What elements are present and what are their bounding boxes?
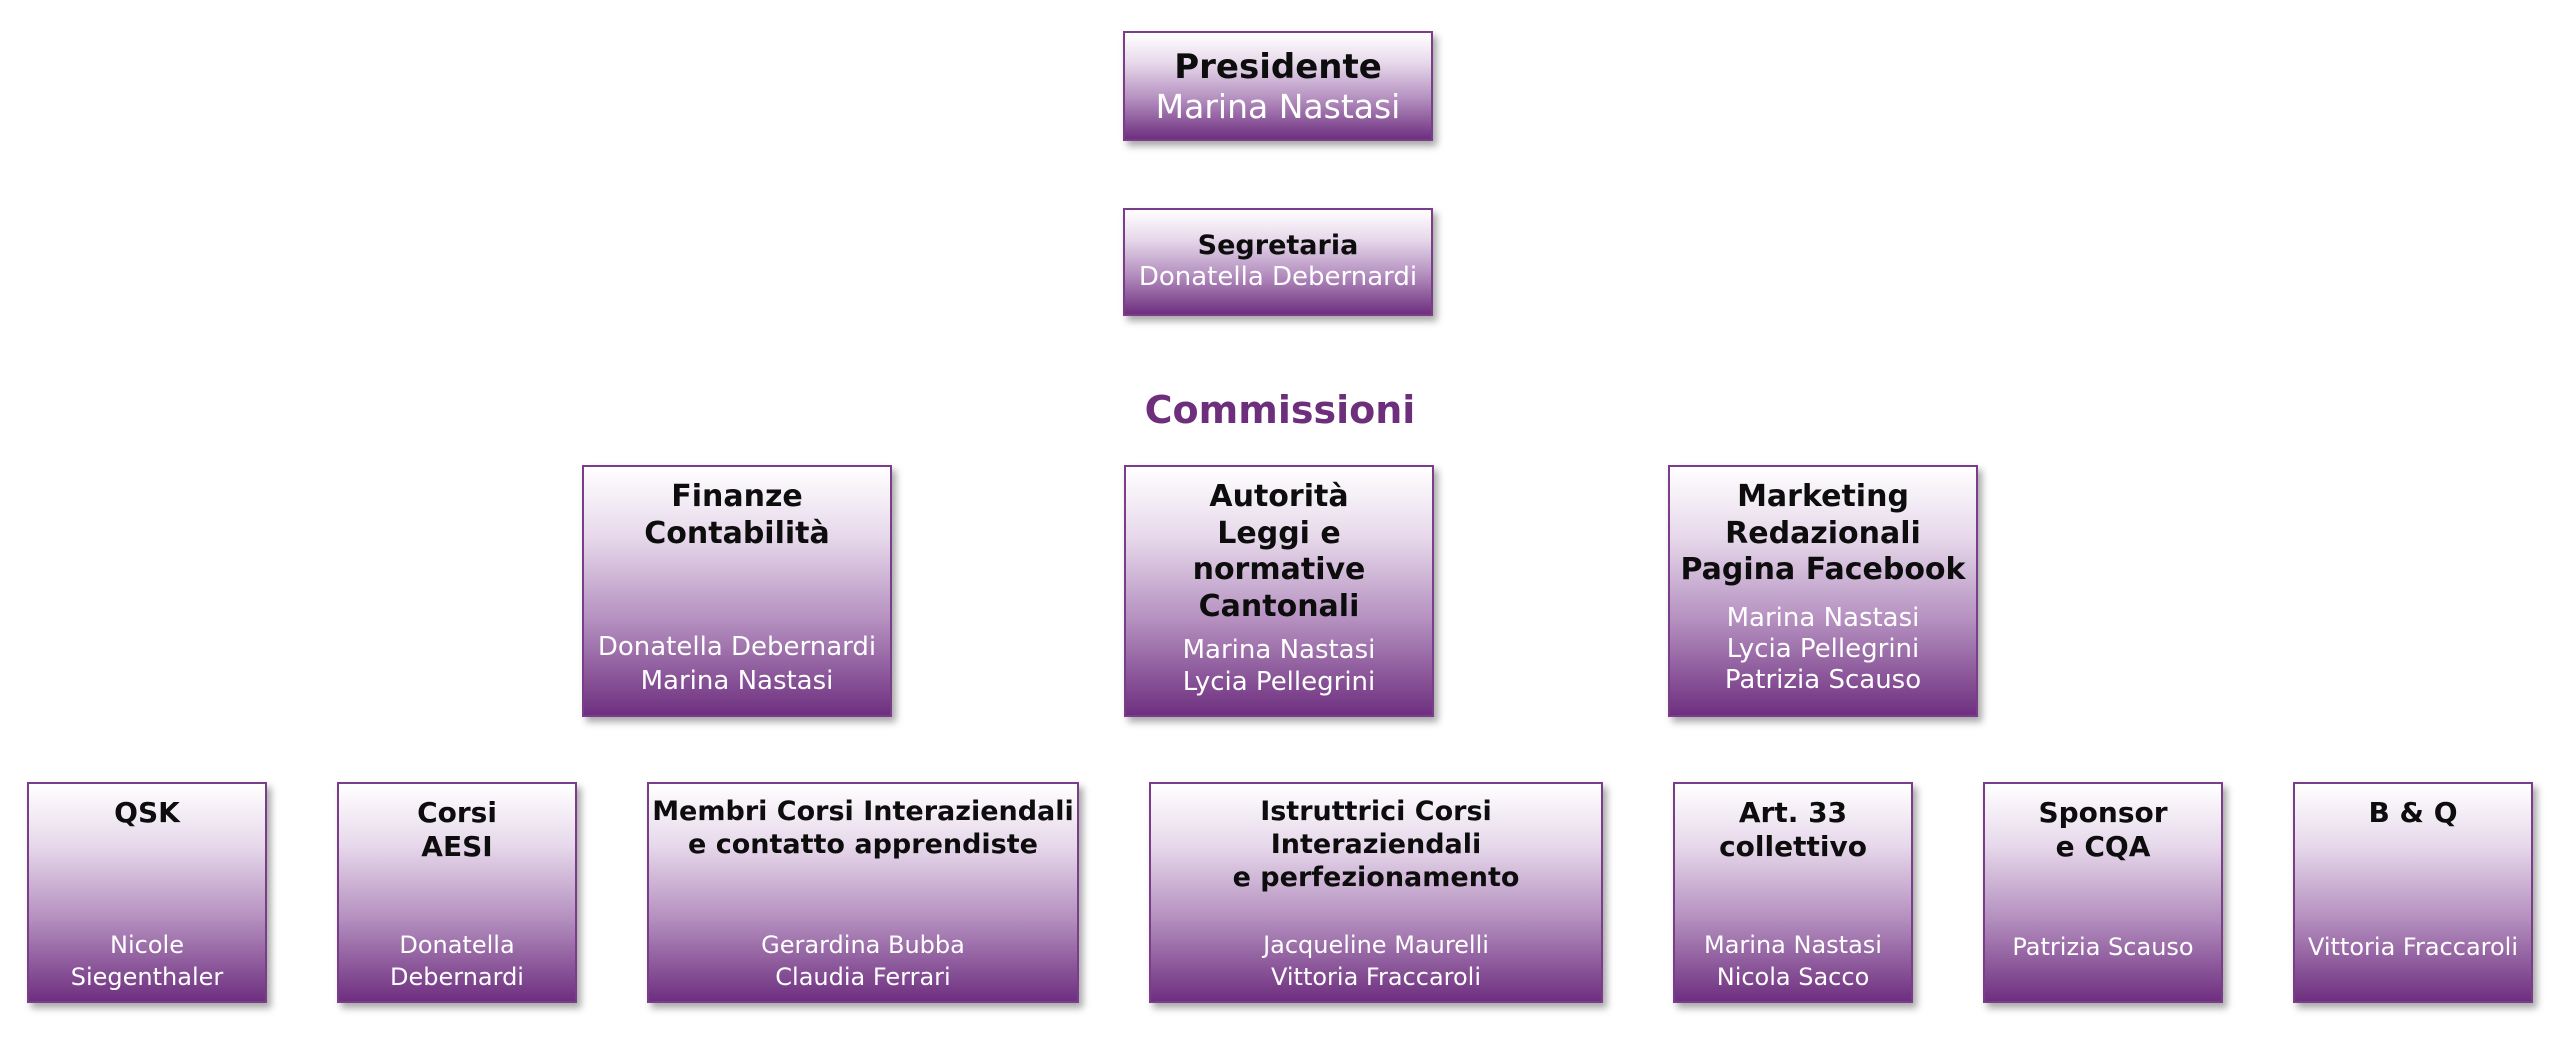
gruppo-names: Patrizia Scauso xyxy=(2012,933,2194,961)
presidente-names: Marina Nastasi xyxy=(1155,87,1401,126)
gruppo-sponsor-box: Sponsor e CQA Patrizia Scauso xyxy=(1983,782,2223,1003)
commissione-title: Autorità Leggi e normative Cantonali xyxy=(1192,479,1366,624)
gruppo-names: Donatella Debernardi xyxy=(390,931,524,991)
gruppo-title: Corsi AESI xyxy=(417,796,497,864)
gruppo-names: Gerardina Bubba Claudia Ferrari xyxy=(761,931,965,991)
gruppo-names: Nicole Siegenthaler xyxy=(70,931,224,991)
gruppo-names: Marina Nastasi Nicola Sacco xyxy=(1704,931,1882,991)
gruppo-title: Istruttrici Corsi Interaziendali e perfe… xyxy=(1232,796,1520,893)
gruppo-membri-corsi-box: Membri Corsi Interaziendali e contatto a… xyxy=(647,782,1079,1003)
gruppo-title: Sponsor e CQA xyxy=(2038,796,2168,864)
gruppo-title: B & Q xyxy=(2368,796,2458,829)
segretaria-names: Donatella Debernardi xyxy=(1138,262,1418,292)
commissione-title: Finanze Contabilità xyxy=(644,479,830,551)
commissioni-heading: Commissioni xyxy=(1144,388,1416,432)
gruppo-title: QSK xyxy=(114,796,180,829)
presidente-title: Presidente xyxy=(1174,47,1382,87)
gruppo-art33-box: Art. 33 collettivo Marina Nastasi Nicola… xyxy=(1673,782,1913,1003)
gruppo-qsk-box: QSK Nicole Siegenthaler xyxy=(27,782,267,1003)
commissione-names: Marina Nastasi Lycia Pellegrini xyxy=(1182,635,1376,697)
gruppo-names: Vittoria Fraccaroli xyxy=(2307,933,2519,961)
segretaria-box: Segretaria Donatella Debernardi xyxy=(1123,208,1433,316)
commissione-marketing-box: Marketing Redazionali Pagina Facebook Ma… xyxy=(1668,465,1978,717)
gruppo-corsi-aesi-box: Corsi AESI Donatella Debernardi xyxy=(337,782,577,1003)
presidente-box: Presidente Marina Nastasi xyxy=(1123,31,1433,141)
gruppo-title: Membri Corsi Interaziendali e contatto a… xyxy=(652,796,1074,860)
gruppo-names: Jacqueline Maurelli Vittoria Fraccaroli xyxy=(1263,931,1489,991)
commissione-names: Donatella Debernardi Marina Nastasi xyxy=(597,632,877,696)
gruppo-title: Art. 33 collettivo xyxy=(1719,796,1867,864)
commissione-title: Marketing Redazionali Pagina Facebook xyxy=(1680,479,1966,588)
commissione-finanze-box: Finanze Contabilità Donatella Debernardi… xyxy=(582,465,892,717)
gruppo-bq-box: B & Q Vittoria Fraccaroli xyxy=(2293,782,2533,1003)
segretaria-title: Segretaria xyxy=(1197,230,1359,261)
gruppo-istruttrici-box: Istruttrici Corsi Interaziendali e perfe… xyxy=(1149,782,1603,1003)
commissione-autorita-box: Autorità Leggi e normative Cantonali Mar… xyxy=(1124,465,1434,717)
commissione-names: Marina Nastasi Lycia Pellegrini Patrizia… xyxy=(1724,603,1922,696)
